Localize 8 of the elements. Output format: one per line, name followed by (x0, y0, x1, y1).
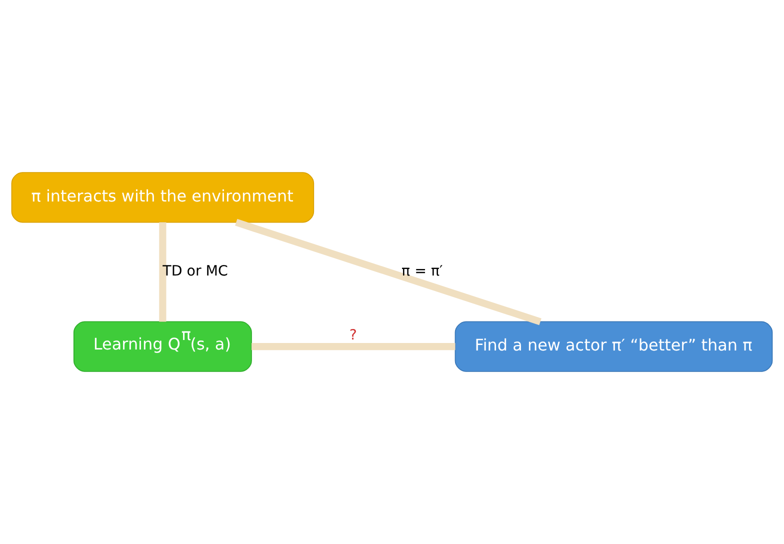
connector (252, 343, 456, 350)
node-box: Find a new actor π′ “better” than π (454, 321, 773, 372)
edge-label: TD or MC (162, 263, 228, 280)
edge-label: ? (349, 327, 357, 344)
connector (235, 218, 542, 326)
node-box: π interacts with the environment (11, 172, 314, 223)
connector (159, 222, 166, 322)
edge-label: π = π′ (402, 263, 443, 280)
